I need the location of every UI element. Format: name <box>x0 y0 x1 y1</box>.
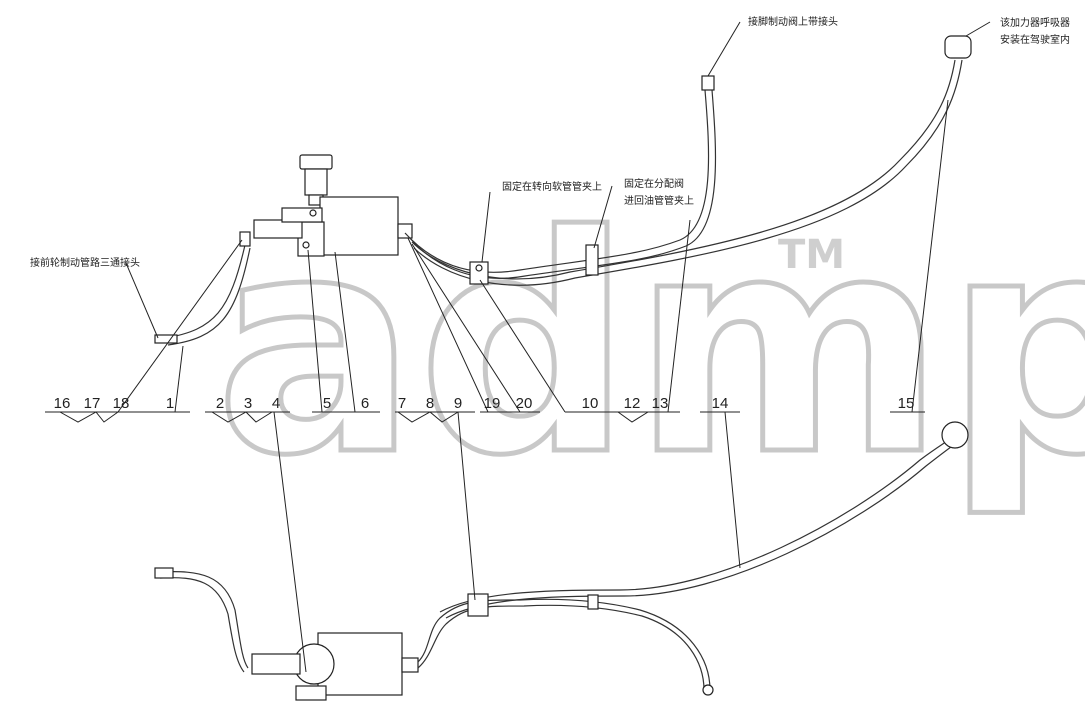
note-upper-joint: 接脚制动阀上带接头 <box>748 15 838 28</box>
callout-4: 4 <box>272 395 280 412</box>
upper-booster-cylinder <box>253 196 413 257</box>
callout-3: 3 <box>244 395 252 412</box>
callout-1: 1 <box>166 395 174 412</box>
callout-9: 9 <box>454 395 462 412</box>
note-distribution-line2: 进回油管管夹上 <box>624 194 694 207</box>
lower-booster-assembly <box>251 632 419 701</box>
callout-18: 18 <box>113 395 130 412</box>
note-distribution-line1: 固定在分配阀 <box>624 177 684 190</box>
note-steering-clamp: 固定在转向软管管夹上 <box>502 180 602 193</box>
leader-lines <box>45 21 991 673</box>
note-brake-tee: 接前轮制动管路三通接头 <box>30 256 140 269</box>
note-breather-line1: 该加力器呼吸器 <box>1000 16 1070 29</box>
lower-hoses <box>154 421 969 696</box>
callout-7: 7 <box>398 395 406 412</box>
callout-16: 16 <box>54 395 71 412</box>
callout-17: 17 <box>84 395 101 412</box>
callout-14: 14 <box>712 395 729 412</box>
callout-19: 19 <box>484 395 501 412</box>
callout-13: 13 <box>652 395 669 412</box>
note-breather-line2: 安装在驾驶室内 <box>1000 33 1070 46</box>
callout-15: 15 <box>898 395 915 412</box>
callout-12: 12 <box>624 395 641 412</box>
upper-reservoir <box>299 154 333 206</box>
callout-10: 10 <box>582 395 599 412</box>
callout-20: 20 <box>516 395 533 412</box>
upper-hoses <box>154 35 972 346</box>
callout-6: 6 <box>361 395 369 412</box>
watermark-trademark: TM <box>778 232 845 278</box>
callout-8: 8 <box>426 395 434 412</box>
callout-2: 2 <box>216 395 224 412</box>
callout-5: 5 <box>323 395 331 412</box>
